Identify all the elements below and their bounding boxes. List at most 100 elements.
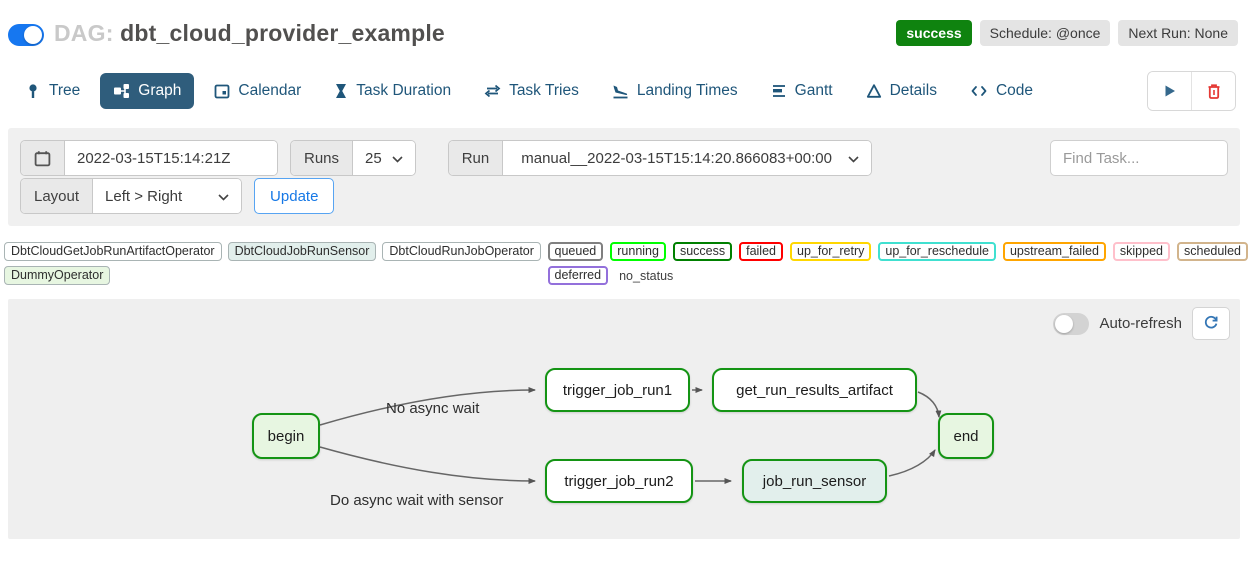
runs-count-value: 25 xyxy=(365,149,382,167)
tab-label: Gantt xyxy=(794,82,833,99)
dag-prefix-label: DAG: xyxy=(54,20,114,46)
tab-graph[interactable]: Graph xyxy=(100,73,195,109)
layout-group: Layout Left > Right xyxy=(20,178,243,214)
status-badge-failed[interactable]: failed xyxy=(739,242,783,261)
chevron-down-icon xyxy=(848,150,859,167)
status-badge-up-for-reschedule[interactable]: up_for_reschedule xyxy=(878,242,996,261)
run-select-group: Run manual__2022-03-15T15:14:20.866083+0… xyxy=(447,140,872,176)
tab-calendar[interactable]: Calendar xyxy=(201,73,314,109)
run-label: Run xyxy=(448,141,504,175)
operator-legend: DbtCloudGetJobRunArtifactOperator DbtClo… xyxy=(4,242,542,285)
status-badge-running[interactable]: running xyxy=(610,242,666,261)
dag-graph-canvas[interactable]: No async wait Do async wait with sensor … xyxy=(8,299,1240,539)
tab-task-tries[interactable]: Task Tries xyxy=(471,73,592,109)
tab-label: Task Duration xyxy=(356,82,452,99)
graph-filter-panel: Runs 25 Run manual__2022-03-15T15:14:20.… xyxy=(8,128,1240,226)
refresh-icon xyxy=(1203,314,1219,333)
task-node-trigger-job-run2[interactable]: trigger_job_run2 xyxy=(545,459,693,503)
tab-code[interactable]: Code xyxy=(957,73,1046,109)
operator-badge: DbtCloudGetJobRunArtifactOperator xyxy=(4,242,222,261)
auto-refresh-label: Auto-refresh xyxy=(1099,315,1182,332)
chevron-down-icon xyxy=(218,188,229,205)
schedule-badge: Schedule: @once xyxy=(979,20,1111,46)
find-task-input[interactable] xyxy=(1050,140,1228,176)
refresh-button[interactable] xyxy=(1192,307,1230,340)
status-legend: queued running success failed up_for_ret… xyxy=(547,242,1248,285)
toggle-knob xyxy=(24,26,42,44)
graph-icon xyxy=(113,83,130,99)
tab-label: Task Tries xyxy=(509,82,579,99)
task-node-trigger-job-run1[interactable]: trigger_job_run1 xyxy=(545,368,690,412)
gantt-bars-icon xyxy=(771,83,787,99)
status-badge-upstream-failed[interactable]: upstream_failed xyxy=(1002,242,1106,261)
edge-label-no-async-wait: No async wait xyxy=(386,400,480,417)
operator-badge: DbtCloudJobRunSensor xyxy=(227,242,377,261)
chevron-down-icon xyxy=(392,150,403,167)
operator-badge: DummyOperator xyxy=(4,266,111,285)
legend: DbtCloudGetJobRunArtifactOperator DbtClo… xyxy=(4,242,1248,285)
execution-date-input[interactable] xyxy=(65,141,277,175)
dag-header: DAG: dbt_cloud_provider_example success … xyxy=(0,0,1248,47)
tab-gantt[interactable]: Gantt xyxy=(758,73,846,109)
next-run-badge: Next Run: None xyxy=(1118,20,1238,46)
graph-edges xyxy=(319,387,942,484)
tab-label: Graph xyxy=(138,82,182,99)
status-legend-row: queued running success failed up_for_ret… xyxy=(547,242,1248,261)
tab-label: Code xyxy=(995,82,1034,99)
run-id-value: manual__2022-03-15T15:14:20.866083+00:00 xyxy=(521,149,832,167)
status-badge-deferred[interactable]: deferred xyxy=(547,266,609,285)
status-label-no-status: no_status xyxy=(619,268,674,283)
status-badge-up-for-retry[interactable]: up_for_retry xyxy=(790,242,872,261)
layout-direction-select[interactable]: Left > Right xyxy=(93,179,242,213)
toggle-knob xyxy=(1055,314,1074,333)
status-badge: success xyxy=(896,20,972,46)
divider xyxy=(1191,72,1192,110)
tab-landing-times[interactable]: Landing Times xyxy=(599,73,751,109)
tab-label: Landing Times xyxy=(636,82,738,99)
filter-row-2: Layout Left > Right Update xyxy=(20,178,1228,214)
tree-icon xyxy=(25,83,41,100)
tab-label: Details xyxy=(889,82,937,99)
status-badge-queued[interactable]: queued xyxy=(547,242,604,261)
header-badges: success Schedule: @once Next Run: None xyxy=(896,20,1238,46)
edge-label-do-async-wait: Do async wait with sensor xyxy=(330,492,504,509)
calendar-icon xyxy=(214,83,230,99)
execution-date-group xyxy=(20,140,278,176)
task-node-get-run-results-artifact[interactable]: get_run_results_artifact xyxy=(712,368,917,412)
task-node-end[interactable]: end xyxy=(938,413,994,459)
update-button[interactable]: Update xyxy=(254,178,335,214)
layout-label: Layout xyxy=(21,179,94,213)
plane-landing-icon xyxy=(612,83,629,99)
status-badge-scheduled[interactable]: scheduled xyxy=(1177,242,1248,261)
tab-task-duration[interactable]: Task Duration xyxy=(321,73,464,109)
hourglass-icon xyxy=(334,83,348,99)
page-title: DAG: dbt_cloud_provider_example xyxy=(54,20,445,47)
retry-arrows-icon xyxy=(484,83,501,99)
dag-pause-toggle[interactable] xyxy=(8,24,44,46)
tab-details[interactable]: Details xyxy=(853,73,950,109)
code-brackets-icon xyxy=(970,83,988,99)
dag-view-tabs: Tree Graph Calendar Task Duration Task T… xyxy=(12,71,1236,111)
task-node-job-run-sensor[interactable]: job_run_sensor xyxy=(742,459,887,503)
task-node-begin[interactable]: begin xyxy=(252,413,320,459)
calendar-addon-icon[interactable] xyxy=(21,141,65,175)
triangle-icon xyxy=(866,83,882,99)
runs-count-group: Runs 25 xyxy=(290,140,416,176)
operator-badge: DbtCloudRunJobOperator xyxy=(382,242,541,261)
filter-row-1: Runs 25 Run manual__2022-03-15T15:14:20.… xyxy=(20,140,1228,176)
runs-count-select[interactable]: 25 xyxy=(353,141,415,175)
layout-direction-value: Left > Right xyxy=(105,187,183,205)
status-badge-success[interactable]: success xyxy=(672,242,733,261)
runs-label: Runs xyxy=(291,141,354,175)
graph-controls: Auto-refresh xyxy=(1053,307,1230,340)
tab-tree[interactable]: Tree xyxy=(12,73,93,109)
auto-refresh-toggle[interactable] xyxy=(1053,312,1090,335)
status-badge-skipped[interactable]: skipped xyxy=(1112,242,1170,261)
tab-label: Calendar xyxy=(238,82,302,99)
delete-dag-trash-button[interactable] xyxy=(1192,72,1235,110)
dag-name: dbt_cloud_provider_example xyxy=(120,20,445,46)
status-legend-row: deferred no_status xyxy=(547,266,1248,285)
trigger-dag-play-button[interactable] xyxy=(1148,72,1191,110)
run-id-select[interactable]: manual__2022-03-15T15:14:20.866083+00:00 xyxy=(503,141,871,175)
